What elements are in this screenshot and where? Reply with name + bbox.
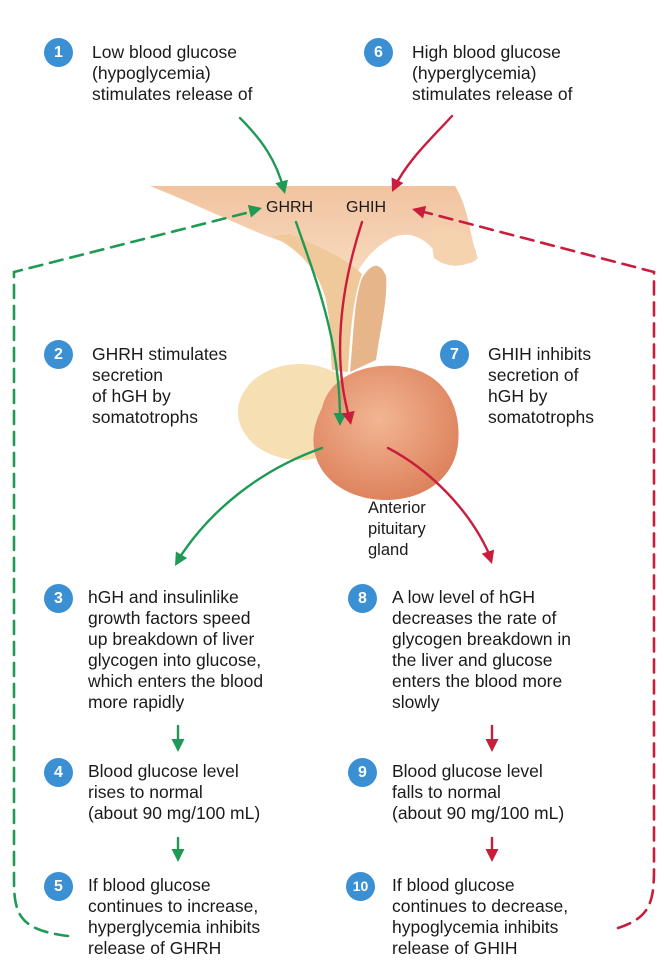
arrowhead-icon	[172, 849, 185, 862]
ghih-label: GHIH	[346, 198, 386, 218]
step-number-badge: 3	[44, 584, 73, 613]
step-number-badge: 7	[440, 340, 469, 369]
step-text: Blood glucose level falls to normal (abo…	[392, 761, 652, 824]
step-number-badge: 2	[44, 340, 73, 369]
step-text: GHIH inhibits secretion of hGH by somato…	[488, 344, 648, 428]
step-number-badge: 1	[44, 38, 73, 67]
step-text: High blood glucose (hyperglycemia) stimu…	[412, 42, 652, 105]
arrow-pituitary-to-step3	[178, 448, 322, 560]
arrowhead-icon	[486, 849, 499, 862]
feedback-loop-ghrh	[14, 212, 250, 936]
step-text: If blood glucose continues to increase, …	[88, 875, 338, 959]
step-number-badge: 6	[364, 38, 393, 67]
step-number-badge: 8	[348, 584, 377, 613]
step-text: A low level of hGH decreases the rate of…	[392, 587, 652, 713]
anterior-pituitary-label: Anterior pituitary gland	[368, 498, 426, 561]
arrowhead-icon	[486, 739, 499, 752]
arrowhead-icon	[172, 739, 185, 752]
ghrh-label: GHRH	[266, 198, 313, 218]
step-number-badge: 9	[348, 758, 377, 787]
pituitary-anterior-lobe	[313, 366, 458, 500]
step-text: Blood glucose level rises to normal (abo…	[88, 761, 338, 824]
step-text: Low blood glucose (hypoglycemia) stimula…	[92, 42, 332, 105]
step-number-badge: 10	[346, 872, 375, 901]
arrow-high-glucose-to-ghih	[394, 116, 452, 188]
step-text: hGH and insulinlike growth factors speed…	[88, 587, 338, 713]
step-number-badge: 4	[44, 758, 73, 787]
arrowhead-icon	[482, 550, 494, 564]
arrow-low-glucose-to-ghrh	[240, 118, 284, 190]
step-text: If blood glucose continues to decrease, …	[392, 875, 652, 959]
step-text: GHRH stimulates secretion of hGH by soma…	[92, 344, 292, 428]
step-number-badge: 5	[44, 872, 73, 901]
